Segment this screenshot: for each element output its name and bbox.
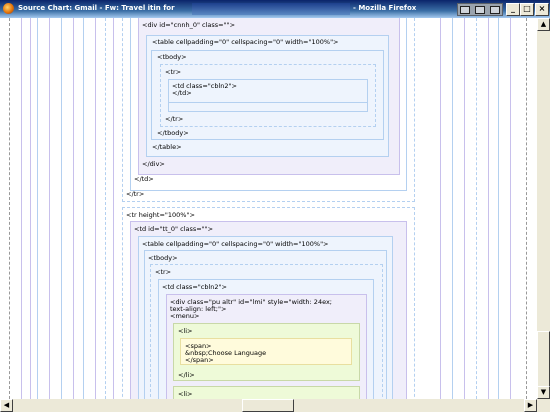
tr-block[interactable] xyxy=(150,264,383,399)
guide-line xyxy=(73,18,74,399)
tag-text: <td id="tt_0" class=""> xyxy=(134,225,214,233)
guide-line xyxy=(105,18,106,399)
guide-line xyxy=(61,18,62,399)
horizontal-scrollbar[interactable]: ◀ ▶ xyxy=(0,399,537,412)
maximize-button[interactable]: □ xyxy=(520,3,534,16)
li-block[interactable] xyxy=(173,386,360,399)
source-chart-viewport: <div id="cnnh_0" class=""> <table cellpa… xyxy=(0,18,537,399)
guide-line xyxy=(21,18,22,399)
tr-height-block[interactable] xyxy=(122,207,415,399)
tbody-block[interactable] xyxy=(144,250,387,399)
guide-line xyxy=(476,18,477,399)
tray-icon xyxy=(489,5,500,14)
tag-text: <div class="pu altr" id="lmi" style="wid… xyxy=(170,298,332,306)
td-cbln2-block[interactable] xyxy=(168,79,368,112)
tag-text: <tbody> xyxy=(148,254,178,262)
vertical-scrollbar[interactable]: ▲ ▼ xyxy=(537,18,550,399)
tag-text: <table cellpadding="0" cellspacing="0" w… xyxy=(142,240,329,248)
title-bar: Source Chart: Gmail - Fw: Travel itin fo… xyxy=(0,0,550,18)
guide-line xyxy=(526,18,527,399)
guide-line xyxy=(452,18,453,399)
guide-line xyxy=(83,18,84,399)
tag-text: </td> xyxy=(134,175,154,183)
scroll-down-button[interactable]: ▼ xyxy=(537,386,550,399)
td-block[interactable] xyxy=(130,18,407,191)
tag-text: </tr> xyxy=(165,115,184,123)
tag-text: <tr> xyxy=(155,268,172,276)
tag-text: </div> xyxy=(142,160,165,168)
tag-text: <td class="cbln2"> xyxy=(162,283,227,291)
guide-line xyxy=(49,18,50,399)
guide-line xyxy=(37,18,38,399)
tag-text: <li> xyxy=(178,327,193,335)
tag-text: </span> xyxy=(185,356,214,364)
horizontal-scroll-thumb[interactable] xyxy=(242,399,294,412)
guide-line xyxy=(488,18,489,399)
guide-line xyxy=(464,18,465,399)
tag-text: <tr height="100%"> xyxy=(126,211,195,219)
tag-text: <menu> xyxy=(170,312,200,320)
tag-text: </tbody> xyxy=(157,129,189,137)
tr-block[interactable] xyxy=(160,64,376,127)
td-divider xyxy=(168,102,368,103)
tag-text: <div id="cnnh_0" class=""> xyxy=(142,21,236,29)
tray-icon xyxy=(474,5,485,14)
tag-text: text-align: left;"> xyxy=(170,305,227,313)
tr-block[interactable] xyxy=(122,18,415,202)
scroll-up-button[interactable]: ▲ xyxy=(537,18,550,31)
window-title: Source Chart: Gmail - Fw: Travel itin fo… xyxy=(18,4,175,12)
guide-line xyxy=(30,18,31,399)
tag-text: <td class="cbln2"> xyxy=(172,82,237,90)
scrollbar-corner xyxy=(537,399,550,412)
guide-line xyxy=(510,18,511,399)
firefox-icon xyxy=(3,3,14,14)
title-redaction xyxy=(192,3,350,15)
tag-text: </table> xyxy=(152,143,182,151)
guide-line xyxy=(95,18,96,399)
tag-text: </td> xyxy=(172,89,192,97)
tbody-block[interactable] xyxy=(151,50,384,140)
table-block[interactable] xyxy=(146,35,389,157)
span-block[interactable] xyxy=(180,338,352,365)
tag-text: &nbsp;Choose Language xyxy=(185,349,267,357)
title-tray xyxy=(457,3,503,16)
tray-icon xyxy=(460,5,471,14)
vertical-scroll-thumb[interactable] xyxy=(537,331,550,387)
tag-text: <tr> xyxy=(165,68,182,76)
tag-text: <table cellpadding="0" cellspacing="0" w… xyxy=(152,38,339,46)
tag-text: <span> xyxy=(185,342,212,350)
scroll-left-button[interactable]: ◀ xyxy=(0,399,13,412)
tag-text: </li> xyxy=(178,371,195,379)
scroll-right-button[interactable]: ▶ xyxy=(524,399,537,412)
close-button[interactable]: × xyxy=(535,3,549,16)
guide-line xyxy=(440,18,441,399)
tag-text: </tr> xyxy=(126,190,145,198)
window-title-suffix: - Mozilla Firefox xyxy=(353,4,417,12)
guide-line xyxy=(9,18,10,399)
tag-text: <li> xyxy=(178,390,193,398)
minimize-button[interactable]: _ xyxy=(506,3,520,16)
td-cbln2-block[interactable] xyxy=(158,279,374,399)
guide-line xyxy=(113,18,114,399)
tag-text: <tbody> xyxy=(157,53,187,61)
guide-line xyxy=(498,18,499,399)
